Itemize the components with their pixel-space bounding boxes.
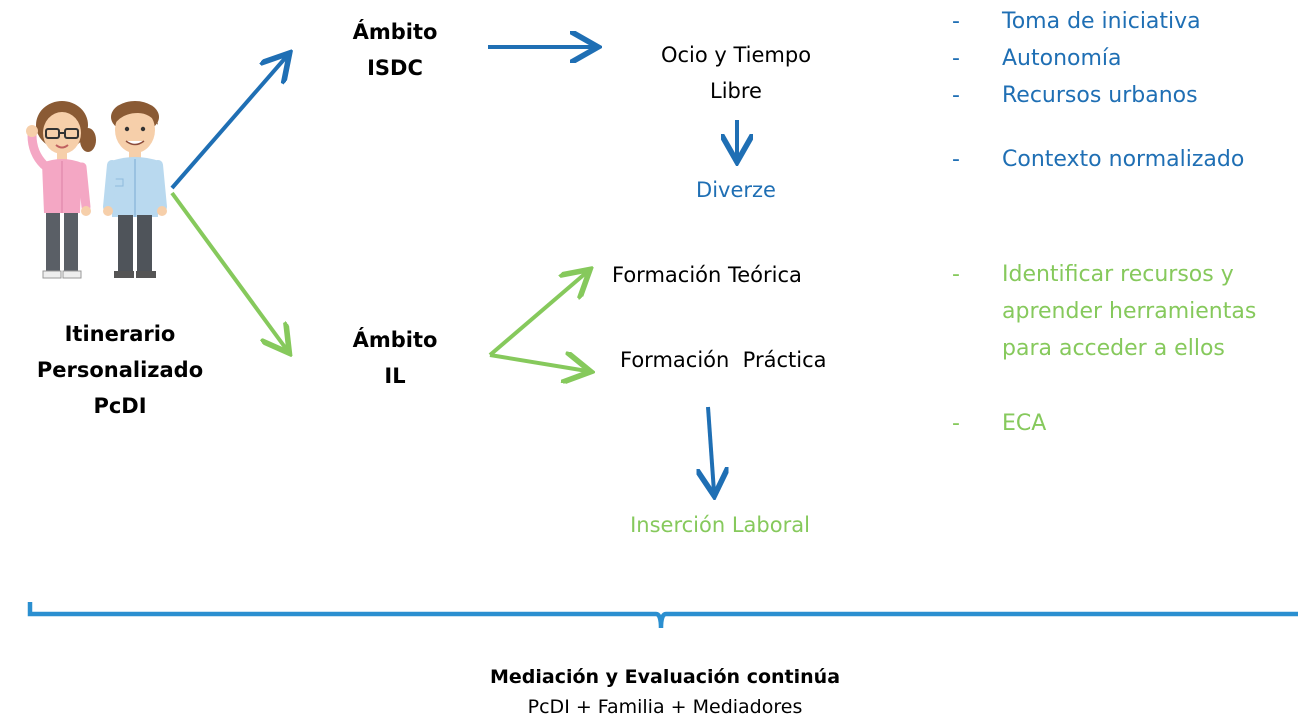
ambito-isdc-title: Ámbito ISDC	[330, 14, 460, 86]
ambito-isdc-title-line: ISDC	[367, 56, 423, 80]
woman-figure	[26, 101, 96, 279]
il-point-line: para acceder a ellos	[1002, 336, 1225, 361]
formacion-practica-node: Formación Práctica	[620, 348, 827, 372]
ambito-isdc-title-line: Ámbito	[352, 20, 438, 44]
itinerario-label: Itinerario Personalizado PcDI	[30, 316, 210, 424]
list-dash: -	[952, 147, 960, 172]
isdc-point-item: - Recursos urbanos	[940, 77, 1298, 114]
il-point-item: - Identificar recursos y aprender herram…	[940, 256, 1298, 367]
il-point-item: - ECA	[940, 405, 1298, 442]
arrow-people-to-il	[170, 191, 287, 350]
ambito-il-title-line: Ámbito	[352, 328, 438, 352]
itinerario-label-line: Personalizado	[36, 358, 204, 382]
isdc-point-item: - Contexto normalizado	[940, 141, 1298, 178]
list-dash: -	[952, 83, 960, 108]
itinerario-label-line: Itinerario	[64, 322, 176, 346]
isdc-point-text: Recursos urbanos	[1002, 83, 1198, 108]
footer-title: Mediación y Evaluación continúa	[489, 666, 841, 688]
isdc-point-item: - Autonomía	[940, 40, 1298, 77]
list-dash: -	[952, 411, 960, 436]
arrow-il-to-teorica	[488, 272, 587, 357]
isdc-point-item: - Toma de iniciativa	[940, 3, 1298, 40]
diverze-result: Diverze	[696, 178, 776, 202]
list-dash: -	[952, 46, 960, 71]
two-people-icon	[26, 101, 167, 279]
bracket	[27, 602, 1298, 629]
itinerario-label-line: PcDI	[93, 394, 147, 418]
arrow-practica-to-insercion	[708, 406, 714, 492]
il-points-list: - Identificar recursos y aprender herram…	[940, 256, 1298, 442]
ocio-node: Ocio y Tiempo Libre	[620, 37, 852, 109]
list-dash: -	[952, 9, 960, 34]
isdc-point-text: Toma de iniciativa	[1002, 9, 1201, 34]
isdc-point-text: Contexto normalizado	[1002, 147, 1245, 172]
man-figure	[103, 101, 167, 278]
ambito-il-title-line: IL	[384, 364, 406, 388]
list-dash: -	[952, 262, 960, 287]
il-point-line: ECA	[1002, 411, 1047, 436]
formacion-teorica-node: Formación Teórica	[612, 263, 802, 287]
footer-block: Mediación y Evaluación continúa PcDI + F…	[400, 662, 930, 722]
isdc-point-text: Autonomía	[1002, 46, 1122, 71]
arrow-people-to-isdc	[170, 56, 287, 190]
arrow-il-to-practica	[489, 355, 587, 371]
ambito-il-title: Ámbito IL	[330, 322, 460, 394]
isdc-points-list: - Toma de iniciativa - Autonomía - Recursos…	[940, 3, 1298, 178]
insercion-laboral-result: Inserción Laboral	[630, 513, 810, 537]
footer-subtitle: PcDI + Familia + Mediadores	[527, 696, 803, 718]
ocio-node-line: Libre	[710, 79, 762, 103]
ocio-node-line: Ocio y Tiempo	[660, 43, 812, 67]
il-point-line: aprender herramientas	[1002, 299, 1257, 324]
il-point-line: Identificar recursos y	[1002, 262, 1234, 287]
